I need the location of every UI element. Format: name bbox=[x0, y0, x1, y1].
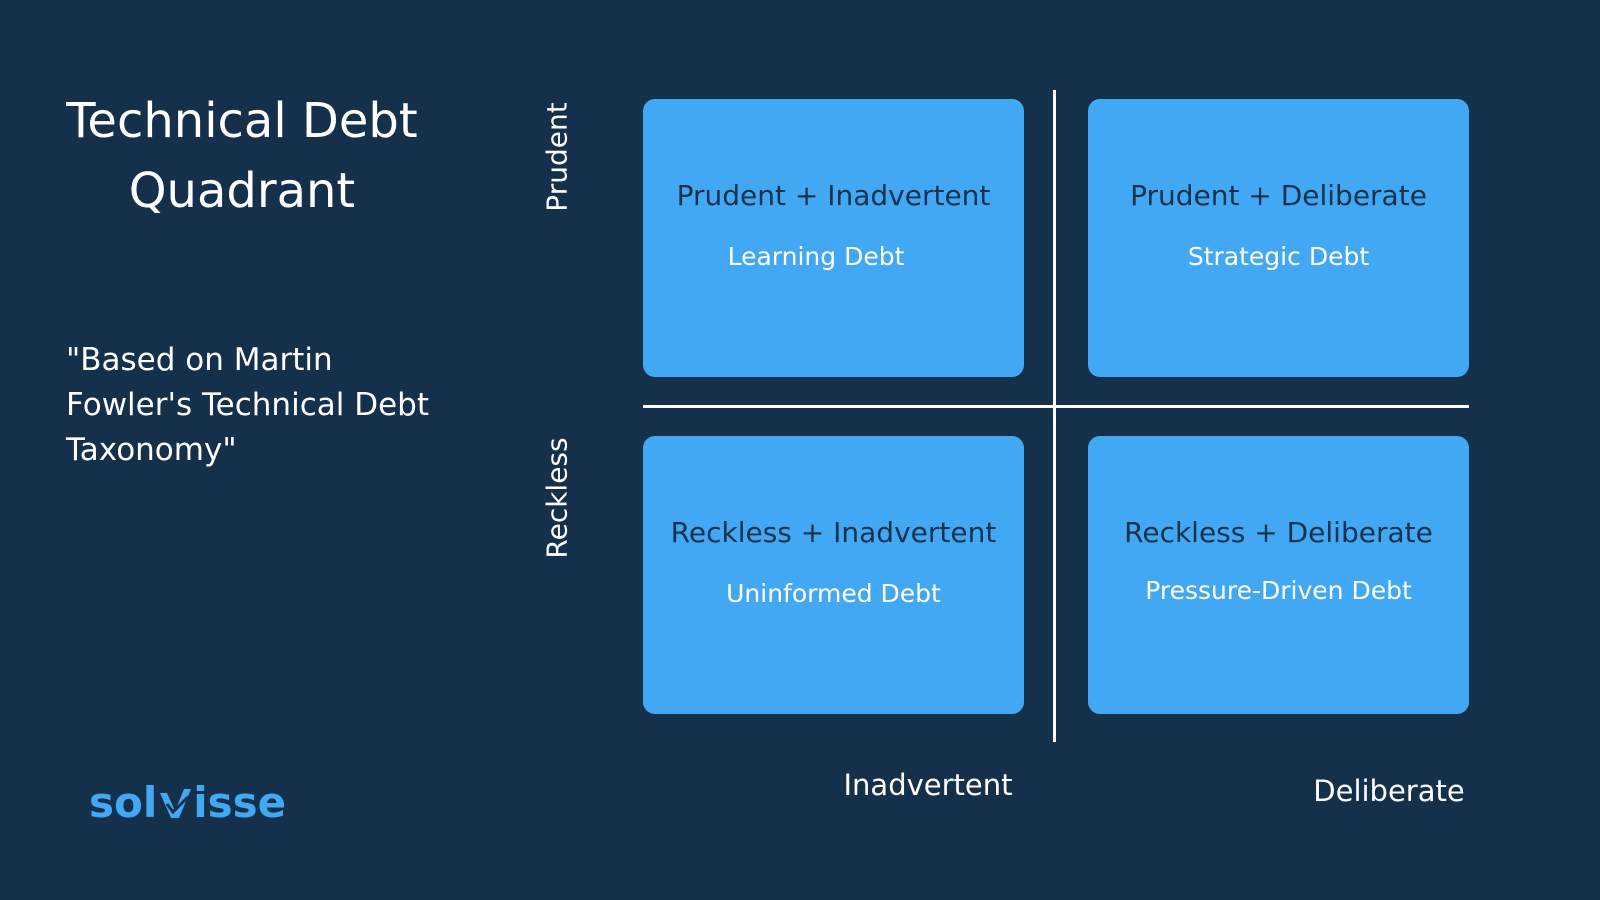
quadrant-reckless-inadvertent: Reckless + Inadvertent Uninformed Debt bbox=[643, 436, 1024, 714]
axis-label-deliberate: Deliberate bbox=[1313, 774, 1465, 808]
quadrant-subtitle: Strategic Debt bbox=[1187, 242, 1370, 271]
quadrant-prudent-deliberate: Prudent + Deliberate Strategic Debt bbox=[1088, 99, 1469, 377]
quadrant-subtitle: Pressure-Driven Debt bbox=[1145, 576, 1412, 605]
axis-label-reckless: Reckless bbox=[540, 437, 574, 559]
horizontal-axis-divider bbox=[643, 405, 1469, 408]
page-title: Technical Debt Quadrant bbox=[40, 86, 444, 226]
logo-text-suffix: isse bbox=[193, 778, 287, 827]
checkmark-icon bbox=[158, 782, 192, 818]
quadrant-prudent-inadvertent: Prudent + Inadvertent Learning Debt bbox=[643, 99, 1024, 377]
logo-text-prefix: sol bbox=[89, 778, 158, 827]
title-line-1: Technical Debt bbox=[66, 93, 418, 149]
subtitle-line-3: Taxonomy" bbox=[66, 432, 237, 468]
quadrant-reckless-deliberate: Reckless + Deliberate Pressure-Driven De… bbox=[1088, 436, 1469, 714]
quadrant-title: Prudent + Inadvertent bbox=[676, 179, 991, 212]
axis-label-inadvertent: Inadvertent bbox=[843, 768, 1013, 802]
subtitle: "Based on Martin Fowler's Technical Debt… bbox=[66, 338, 466, 473]
quadrant-subtitle: Learning Debt bbox=[727, 242, 905, 271]
quadrant-title: Reckless + Deliberate bbox=[1124, 516, 1433, 549]
vertical-axis-divider bbox=[1053, 90, 1056, 742]
title-line-2: Quadrant bbox=[128, 163, 356, 219]
subtitle-line-2: Fowler's Technical Debt bbox=[66, 387, 429, 423]
quadrant-title: Prudent + Deliberate bbox=[1130, 179, 1427, 212]
quadrant-subtitle: Uninformed Debt bbox=[726, 579, 941, 608]
subtitle-line-1: "Based on Martin bbox=[66, 342, 333, 378]
quadrant-title: Reckless + Inadvertent bbox=[670, 516, 997, 549]
axis-label-prudent: Prudent bbox=[540, 102, 574, 212]
